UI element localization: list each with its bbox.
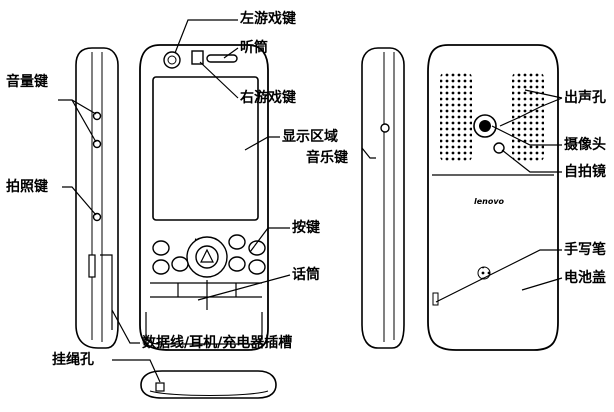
label-earpiece: 听筒 <box>240 40 268 56</box>
label-camera-key: 拍照键 <box>6 179 48 195</box>
data-port <box>88 254 96 278</box>
keypad <box>152 234 266 278</box>
label-stylus: 手写笔 <box>564 242 606 258</box>
label-right-game-key: 右游戏键 <box>240 90 296 106</box>
display-screen <box>152 76 259 221</box>
bottom-keys <box>150 280 262 310</box>
music-key-button <box>380 123 390 133</box>
label-speaker-holes: 出声孔 <box>564 90 606 106</box>
label-data-port: 数据线/耳机/充电器插槽 <box>142 335 293 351</box>
leader-lines <box>58 19 563 383</box>
left-side-view <box>75 47 119 349</box>
label-microphone: 话筒 <box>292 267 320 283</box>
back-speaker-dot <box>477 266 491 280</box>
label-volume-key: 音量键 <box>6 74 48 90</box>
camera-lens <box>473 114 497 138</box>
label-left-game-key: 左游戏键 <box>240 11 296 27</box>
self-portrait-mirror <box>493 142 505 154</box>
back-view <box>427 44 559 351</box>
right-game-key-button <box>191 50 204 65</box>
label-lanyard-hole: 挂绳孔 <box>52 352 94 368</box>
bottom-view <box>140 370 277 399</box>
front-view <box>139 44 269 351</box>
nav-triangle-icon <box>200 248 214 263</box>
label-self-mirror: 自拍镜 <box>564 164 606 180</box>
right-side-view <box>361 47 405 349</box>
left-game-key-button <box>163 51 181 69</box>
label-camera: 摄像头 <box>564 137 606 153</box>
label-music-key: 音乐键 <box>306 150 348 166</box>
label-battery-cover: 电池盖 <box>564 270 606 286</box>
label-display-area: 显示区域 <box>282 129 338 145</box>
earpiece-slot <box>206 54 238 63</box>
stylus-slot <box>432 292 439 306</box>
camera-key <box>92 212 102 222</box>
lanyard-hole-icon <box>155 382 165 392</box>
volume-keys <box>92 111 102 149</box>
back-brand-logo: lenovo <box>474 197 505 206</box>
label-keys: 按键 <box>292 220 320 236</box>
